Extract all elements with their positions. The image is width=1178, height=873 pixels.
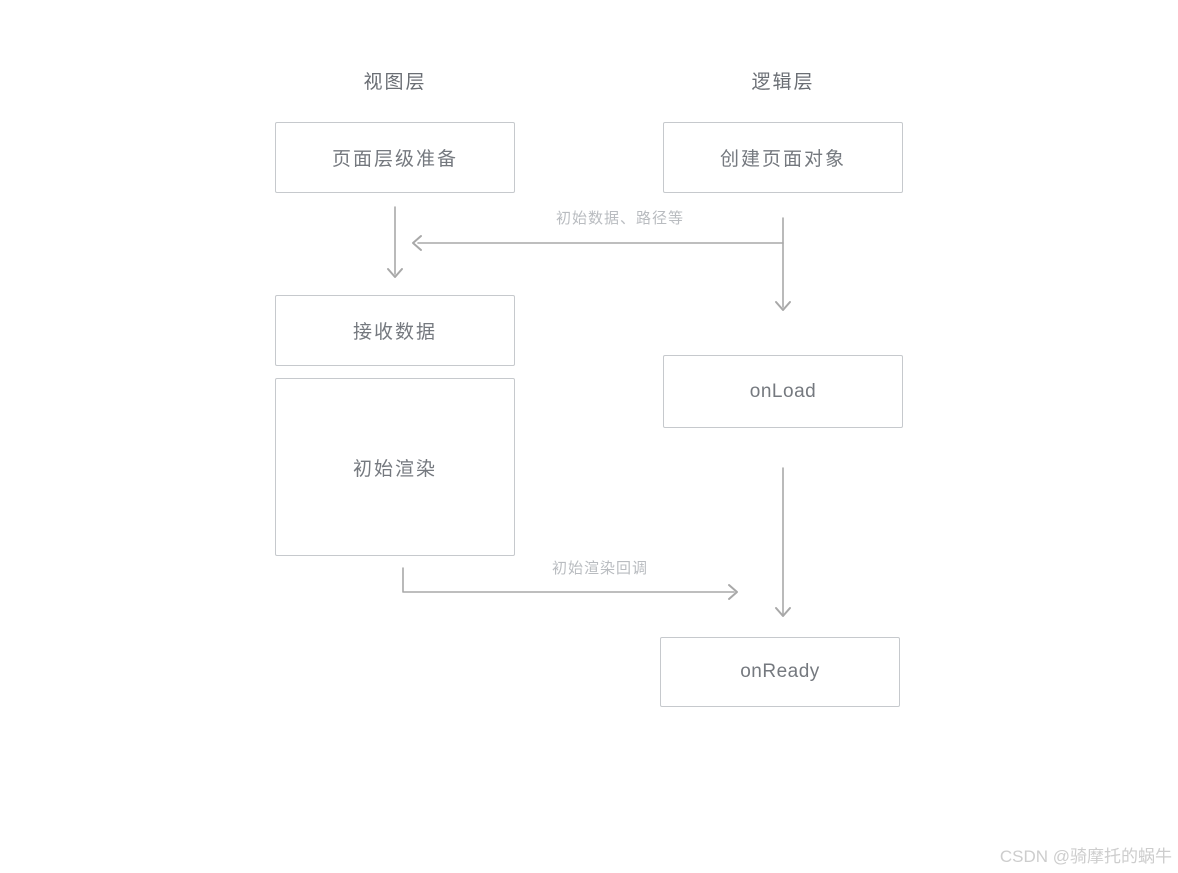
node-onload: onLoad [663, 355, 903, 428]
arrow-prepare-to-receive [387, 206, 403, 278]
column-header-logic-layer: 逻辑层 [751, 72, 815, 93]
node-label: 初始渲染 [352, 458, 437, 480]
node-page-level-prepare: 页面层级准备 [275, 122, 515, 193]
arrow-create-to-receive-initial-data [412, 235, 784, 251]
arrow-create-to-onload [775, 217, 791, 311]
node-label: 页面层级准备 [331, 149, 458, 170]
node-initial-render: 初始渲染 [275, 378, 515, 556]
edge-label-render-callback: 初始渲染回调 [551, 560, 648, 577]
csdn-watermark: CSDN @骑摩托的蜗牛 [999, 847, 1172, 866]
node-label: 接收数据 [352, 322, 437, 343]
node-onready: onReady [660, 637, 900, 707]
node-label: onLoad [749, 380, 817, 402]
node-label: 创建页面对象 [719, 149, 846, 170]
node-create-page-object: 创建页面对象 [663, 122, 903, 193]
node-label: onReady [740, 661, 820, 682]
arrow-onload-to-onready [775, 467, 791, 617]
column-header-view-layer: 视图层 [363, 72, 427, 93]
edge-label-initial-data: 初始数据、路径等 [555, 210, 684, 227]
node-receive-data: 接收数据 [275, 295, 515, 366]
